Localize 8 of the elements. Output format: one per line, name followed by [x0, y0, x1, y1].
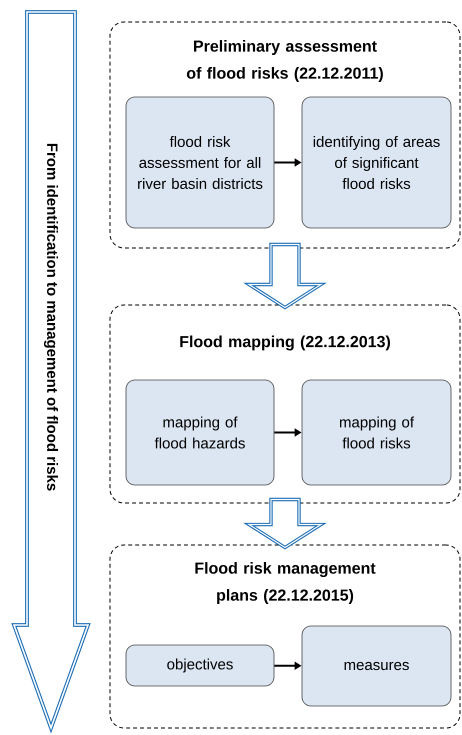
process-box: objectives — [126, 644, 274, 686]
process-box: identifying of areas of significant flood risks — [302, 96, 452, 228]
process-box: measures — [302, 626, 452, 706]
process-box: mapping of flood hazards — [126, 380, 274, 486]
process-box: mapping of flood risks — [302, 380, 452, 486]
block-arrow — [243, 242, 327, 310]
process-box: flood risk assessment for all river basin districts — [126, 96, 274, 228]
block-arrow — [243, 498, 327, 550]
